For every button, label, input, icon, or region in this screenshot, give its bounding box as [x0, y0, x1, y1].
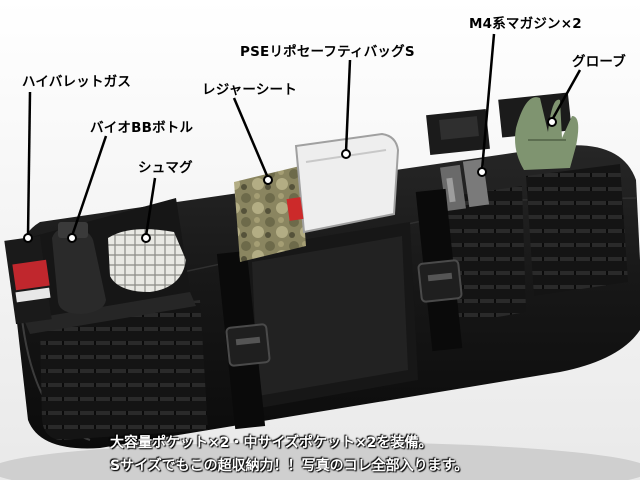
label-shemagh: シュマグ: [138, 160, 193, 176]
label-m4-magazines: M4系マガジン×2: [469, 16, 582, 32]
label-high-velocity-gas: ハイバレットガス: [22, 74, 132, 90]
label-leisure-sheet: レジャーシート: [202, 82, 297, 98]
caption-line-1: 大容量ポケット×2・中サイズポケット×2を装備。: [110, 435, 433, 451]
label-pse-ripstop-bag: PSEリポセーフティバッグS: [240, 44, 415, 60]
label-gloves: グローブ: [572, 54, 626, 70]
caption-line-2: Sサイズでもこの超収納力！！写真のコレ全部入ります。: [110, 458, 469, 474]
label-bio-bb-bottle: バイオBBボトル: [90, 120, 194, 136]
